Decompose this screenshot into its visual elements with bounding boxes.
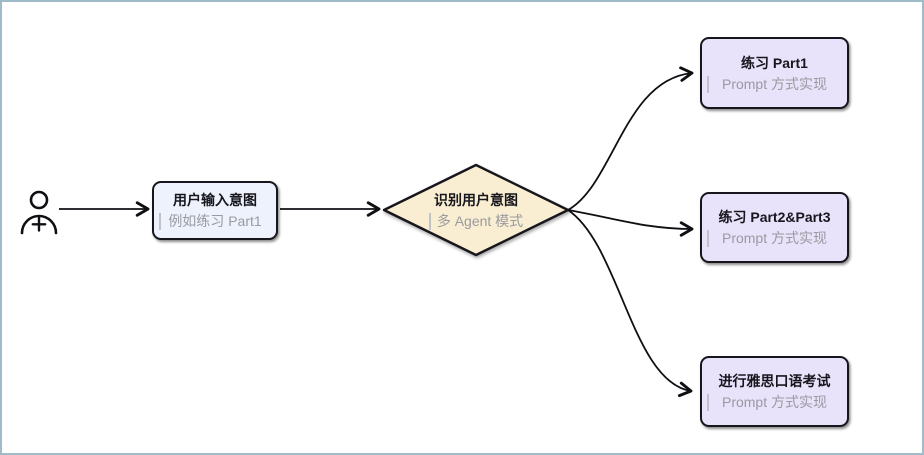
node-practice-part2-3-subtitle-text: Prompt 方式实现 xyxy=(721,230,827,246)
node-practice-part2-3: 练习 Part2&Part3 Prompt 方式实现 xyxy=(700,192,849,263)
edge-intent-to-part2-3 xyxy=(567,209,694,237)
node-speaking-exam-subtitle: Prompt 方式实现 xyxy=(702,392,847,413)
node-user-input-title: 用户输入意图 xyxy=(173,192,257,208)
subtitle-bar-icon xyxy=(159,213,161,230)
subtitle-bar-icon xyxy=(707,394,709,411)
node-intent-subtitle: 多 Agent 模式 xyxy=(428,211,524,232)
subtitle-bar-icon xyxy=(707,75,709,93)
node-intent-label: 识别用户意图 多 Agent 模式 xyxy=(385,165,567,255)
node-intent-subtitle-text: 多 Agent 模式 xyxy=(436,212,524,229)
subtitle-bar-icon xyxy=(707,230,709,247)
intent-diamond-shape xyxy=(382,163,570,257)
subtitle-bar-icon xyxy=(428,212,431,230)
edge-intent-to-part1 xyxy=(567,66,694,211)
node-speaking-exam: 进行雅思口语考试 Prompt 方式实现 xyxy=(700,356,849,427)
node-user-input-subtitle-text: 例如练习 Part1 xyxy=(168,213,262,229)
node-practice-part2-3-subtitle: Prompt 方式实现 xyxy=(702,228,847,249)
node-practice-part1: 练习 Part1 Prompt 方式实现 xyxy=(700,37,849,109)
node-speaking-exam-title: 进行雅思口语考试 xyxy=(718,373,831,389)
node-practice-part2-3-title: 练习 Part2&Part3 xyxy=(718,209,831,225)
node-practice-part1-title: 练习 Part1 xyxy=(741,54,808,71)
node-intent-title: 识别用户意图 xyxy=(434,191,518,208)
node-user-input-subtitle: 例如练习 Part1 xyxy=(154,211,276,232)
node-speaking-exam-subtitle-text: Prompt 方式实现 xyxy=(721,394,827,410)
person-add-icon xyxy=(20,190,58,235)
edge-intent-to-exam xyxy=(567,209,693,398)
node-practice-part1-subtitle: Prompt 方式实现 xyxy=(702,74,847,95)
node-practice-part1-subtitle-text: Prompt 方式实现 xyxy=(721,75,827,92)
node-user-input: 用户输入意图 例如练习 Part1 xyxy=(152,181,278,240)
